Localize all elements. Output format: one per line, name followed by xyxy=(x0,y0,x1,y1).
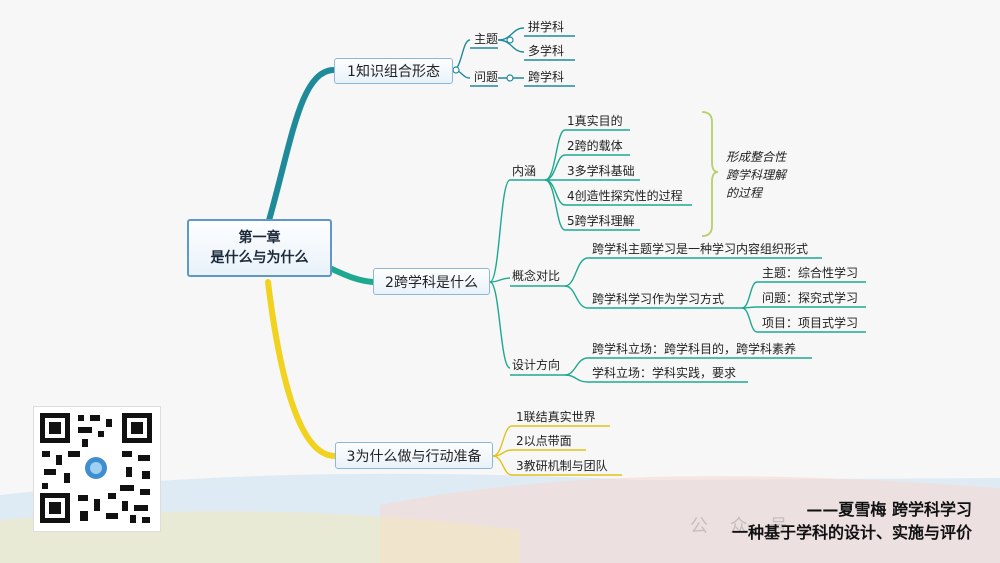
branch2-lines xyxy=(489,129,866,383)
branch3-item-2[interactable]: 2以点带面 xyxy=(516,434,572,448)
connotation-item-5[interactable]: 5跨学科理解 xyxy=(567,214,635,228)
connotation-summary: 形成整合性 跨学科理解 的过程 xyxy=(726,148,786,202)
footer-author: ——夏雪梅 跨学科学习 xyxy=(806,500,972,519)
summary-line-2: 跨学科理解 xyxy=(726,168,787,182)
branch1-title: 1知识组合形态 xyxy=(347,64,440,80)
concept-label[interactable]: 概念对比 xyxy=(512,269,561,283)
bg-band-pink xyxy=(380,476,1000,563)
branch1-connector xyxy=(265,67,336,227)
branch3-item-1[interactable]: 1联结真实世界 xyxy=(516,410,596,424)
concept-sub-item-1[interactable]: 主题：综合性学习 xyxy=(762,266,859,280)
connotation-item-1[interactable]: 1真实目的 xyxy=(567,114,623,128)
central-topic[interactable]: 第一章 是什么与为什么 xyxy=(187,219,332,277)
connotation-label[interactable]: 内涵 xyxy=(512,164,537,178)
branch3-connector xyxy=(265,279,338,459)
design-item-1[interactable]: 跨学科立场：跨学科目的，跨学科素养 xyxy=(592,342,797,356)
design-item-2[interactable]: 学科立场：学科实践，要求 xyxy=(592,366,737,380)
connotation-item-3[interactable]: 3多学科基础 xyxy=(567,164,635,178)
concept-item-2[interactable]: 跨学科学习作为学习方式 xyxy=(592,292,725,306)
branch3-item-3[interactable]: 3教研机制与团队 xyxy=(516,459,608,473)
question-label[interactable]: 问题 xyxy=(474,70,499,84)
branch3-title: 3为什么做与行动准备 xyxy=(346,448,482,465)
branch1-topic[interactable]: 1知识组合形态 xyxy=(334,58,453,84)
concept-sub-item-3[interactable]: 项目：项目式学习 xyxy=(762,316,859,330)
branch1-nodes xyxy=(452,36,514,82)
branch3-lines xyxy=(492,425,622,476)
branch3-topic[interactable]: 3为什么做与行动准备 xyxy=(335,442,493,469)
branch2-topic[interactable]: 2跨学科是什么 xyxy=(373,268,490,295)
topic-label[interactable]: 主题 xyxy=(474,32,499,46)
summary-brace xyxy=(701,111,719,237)
footer-subtitle: 一种基于学科的设计、实施与评价 xyxy=(731,523,972,542)
topic-item-2[interactable]: 多学科 xyxy=(528,44,565,58)
topic-item-1[interactable]: 拼学科 xyxy=(528,20,565,34)
watermark: 公 众 号 xyxy=(690,516,796,537)
summary-line-3: 的过程 xyxy=(726,186,763,200)
central-subtitle: 是什么与为什么 xyxy=(210,250,309,266)
central-title: 第一章 xyxy=(238,230,281,246)
connotation-item-2[interactable]: 2跨的载体 xyxy=(567,139,623,153)
connotation-item-4[interactable]: 4创造性探究性的过程 xyxy=(567,189,683,203)
question-item-1[interactable]: 跨学科 xyxy=(528,70,565,84)
branch2-title: 2跨学科是什么 xyxy=(385,274,478,291)
summary-line-1: 形成整合性 xyxy=(726,150,787,164)
qr-code xyxy=(33,406,161,532)
concept-sub-item-2[interactable]: 问题：探究式学习 xyxy=(762,291,859,305)
qr-code-image xyxy=(40,413,152,523)
design-label[interactable]: 设计方向 xyxy=(512,358,561,372)
concept-item-1[interactable]: 跨学科主题学习是一种学习内容组织形式 xyxy=(592,242,809,256)
